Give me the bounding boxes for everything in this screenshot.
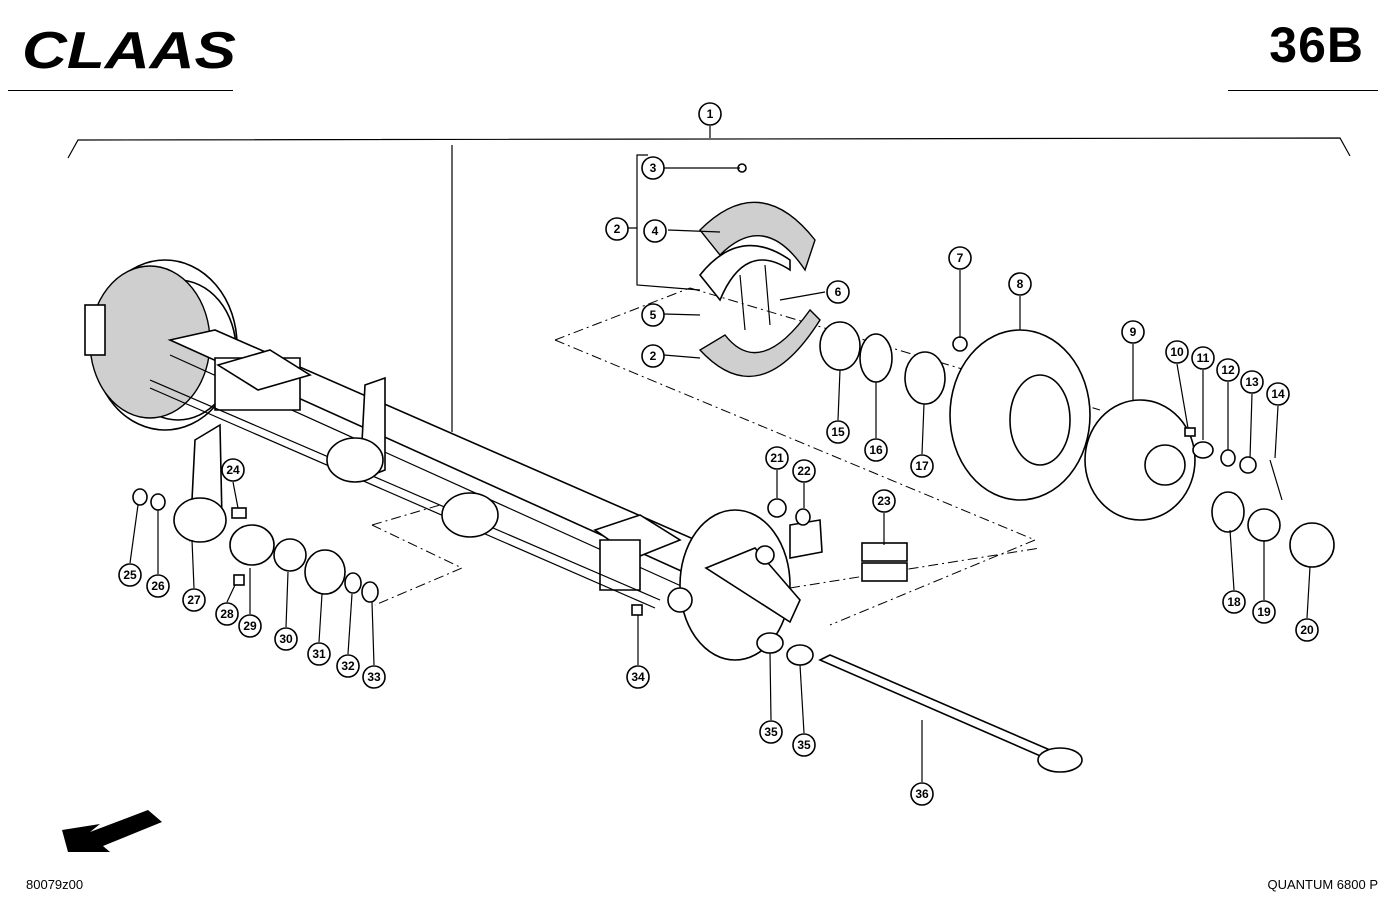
- callout-3: 3: [641, 156, 665, 180]
- backing-plate: [631, 498, 908, 666]
- callout-34: 34: [626, 665, 650, 689]
- svg-text:6: 6: [835, 285, 842, 299]
- callout-29: 29: [238, 614, 262, 638]
- callout-15: 15: [826, 420, 850, 444]
- svg-text:1: 1: [707, 107, 714, 121]
- svg-text:11: 11: [1197, 351, 1210, 365]
- svg-text:13: 13: [1245, 375, 1259, 389]
- svg-text:22: 22: [797, 464, 811, 478]
- callout-32: 32: [336, 654, 360, 678]
- axle-beam: [167, 329, 732, 591]
- explode-guides: [371, 287, 1101, 626]
- callout-24: 24: [221, 458, 245, 482]
- svg-text:21: 21: [770, 451, 784, 465]
- direction-arrow-icon: [62, 810, 162, 852]
- svg-text:4: 4: [652, 224, 659, 238]
- svg-text:23: 23: [877, 494, 891, 508]
- callout-35b: 35: [792, 733, 816, 757]
- svg-text:18: 18: [1227, 595, 1241, 609]
- callout-16: 16: [864, 438, 888, 462]
- svg-text:36: 36: [915, 787, 929, 801]
- svg-text:3: 3: [650, 161, 657, 175]
- callout-13: 13: [1240, 370, 1264, 394]
- callout-31: 31: [307, 642, 331, 666]
- svg-text:7: 7: [957, 251, 964, 265]
- svg-text:5: 5: [650, 308, 657, 322]
- assembly-bracket: [67, 126, 1351, 432]
- drawing-number: 80079z00: [26, 877, 84, 892]
- left-bearing-parts: [132, 488, 499, 603]
- claas-logo: CLAAS: [22, 22, 242, 80]
- callout-5: 5: [641, 303, 665, 327]
- callout-25: 25: [118, 563, 142, 587]
- svg-text:32: 32: [341, 659, 355, 673]
- callout-30: 30: [274, 627, 298, 651]
- callout-4: 4: [643, 219, 667, 243]
- page-number: 36B: [1269, 17, 1364, 73]
- callout-36: 36: [910, 782, 934, 806]
- callout-11: 11: [1191, 346, 1215, 370]
- svg-text:8: 8: [1017, 277, 1024, 291]
- callout-27: 27: [182, 588, 206, 612]
- callout-21: 21: [765, 446, 789, 470]
- svg-text:26: 26: [151, 579, 165, 593]
- callout-6: 6: [826, 280, 850, 304]
- svg-text:2: 2: [650, 349, 657, 363]
- callout-2b: 2: [641, 344, 665, 368]
- model-name: QUANTUM 6800 P: [1267, 877, 1378, 892]
- callout-7: 7: [948, 246, 972, 270]
- svg-text:24: 24: [226, 463, 240, 477]
- callout-17: 17: [910, 454, 934, 478]
- svg-text:34: 34: [631, 670, 645, 684]
- brand-text: CLAAS: [22, 24, 236, 74]
- header-rule-right: [1228, 90, 1378, 91]
- callout-19: 19: [1252, 600, 1276, 624]
- svg-text:14: 14: [1271, 387, 1285, 401]
- callout-26: 26: [146, 574, 170, 598]
- callout-35a: 35: [759, 720, 783, 744]
- brake-shoes: [698, 163, 821, 378]
- svg-text:12: 12: [1221, 363, 1235, 377]
- svg-text:19: 19: [1257, 605, 1271, 619]
- svg-text:30: 30: [279, 632, 293, 646]
- svg-text:35: 35: [797, 738, 811, 752]
- callout-28: 28: [215, 602, 239, 626]
- cam-shaft: [149, 379, 661, 609]
- svg-text:31: 31: [312, 647, 326, 661]
- svg-text:35: 35: [764, 725, 778, 739]
- wheel-end-parts: [819, 321, 1335, 568]
- callout-12: 12: [1216, 358, 1240, 382]
- callout-20: 20: [1295, 618, 1319, 642]
- slack-adjusters: [173, 376, 386, 543]
- leader-lines: [129, 154, 1311, 782]
- svg-text:2: 2: [614, 222, 621, 236]
- svg-text:9: 9: [1130, 325, 1137, 339]
- callout-1: 1: [698, 102, 722, 126]
- callout-18: 18: [1222, 590, 1246, 614]
- svg-text:29: 29: [243, 619, 257, 633]
- callout-8: 8: [1008, 272, 1032, 296]
- callout-23: 23: [872, 489, 896, 513]
- callout-2a: 2: [605, 217, 629, 241]
- header-rule-left: [8, 90, 233, 91]
- svg-text:16: 16: [869, 443, 883, 457]
- left-brake-drum: [84, 259, 238, 431]
- svg-text:17: 17: [915, 459, 929, 473]
- svg-text:25: 25: [123, 568, 137, 582]
- brake-shaft: [818, 654, 1083, 773]
- svg-text:33: 33: [367, 670, 381, 684]
- callout-9: 9: [1121, 320, 1145, 344]
- callout-10: 10: [1165, 340, 1189, 364]
- svg-text:20: 20: [1300, 623, 1314, 637]
- svg-text:28: 28: [220, 607, 234, 621]
- svg-text:10: 10: [1170, 345, 1184, 359]
- callout-22: 22: [792, 459, 816, 483]
- svg-text:15: 15: [831, 425, 845, 439]
- svg-text:27: 27: [187, 593, 201, 607]
- callout-33: 33: [362, 665, 386, 689]
- callout-14: 14: [1266, 382, 1290, 406]
